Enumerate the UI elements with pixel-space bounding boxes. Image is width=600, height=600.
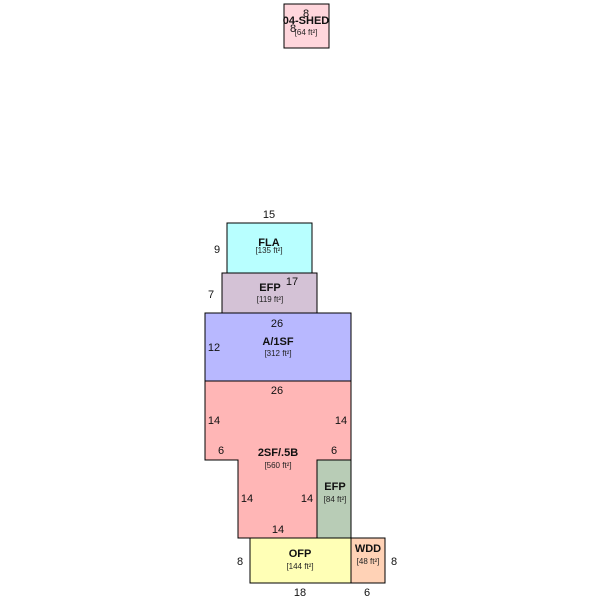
fla-top-dim: 15 xyxy=(263,209,275,221)
efp-top-area-label: [119 ft²] xyxy=(257,295,284,304)
efp-top-right-dim: 17 xyxy=(286,276,298,288)
efp-side-shape xyxy=(316,459,352,539)
wdd-name: WDD xyxy=(355,543,381,555)
wdd-area-label: [48 ft²] xyxy=(357,557,380,566)
sf5b-left-dim: 14 xyxy=(208,415,220,427)
sf5b-notch-right-dim: 6 xyxy=(331,445,337,457)
sf5b-area-label: [560 ft²] xyxy=(264,461,291,470)
ofp-name: OFP xyxy=(289,548,312,560)
sf5b-lower-right-dim: 14 xyxy=(301,493,313,505)
shed-area[interactable]: 04-SHED [64 ft²] xyxy=(283,3,330,49)
wdd-area[interactable]: WDD [48 ft²] xyxy=(350,537,386,584)
sf5b-area[interactable]: 2SF/.5B [560 ft²] xyxy=(204,380,352,539)
sf5b-bottom-dim: 14 xyxy=(272,524,284,536)
a1sf-name: A/1SF xyxy=(262,336,293,348)
sf5b-top-dim: 26 xyxy=(271,385,283,397)
wdd-bottom-dim: 6 xyxy=(364,587,370,599)
efp-side-name: EFP xyxy=(324,481,345,493)
sf5b-name: 2SF/.5B xyxy=(258,447,298,459)
fla-shape xyxy=(226,222,313,274)
efp-side-area-label: [84 ft²] xyxy=(324,495,347,504)
ofp-shape xyxy=(249,537,352,584)
shed-name: 04-SHED xyxy=(283,15,330,27)
wdd-right-dim: 8 xyxy=(391,556,397,568)
efp-side-area[interactable]: EFP [84 ft²] xyxy=(316,459,352,539)
sf5b-notch-left-dim: 6 xyxy=(218,445,224,457)
efp-top-left-dim: 7 xyxy=(208,289,214,301)
ofp-left-dim: 8 xyxy=(237,556,243,568)
ofp-area[interactable]: OFP [144 ft²] xyxy=(249,537,352,584)
a1sf-area[interactable]: A/1SF [312 ft²] xyxy=(204,312,352,382)
a1sf-shape xyxy=(204,312,352,382)
shed-area-label: [64 ft²] xyxy=(295,28,318,37)
sf5b-right-dim: 14 xyxy=(335,415,347,427)
a1sf-left-dim: 12 xyxy=(208,342,220,354)
sf5b-lower-left-dim: 14 xyxy=(241,493,253,505)
fla-name: FLA xyxy=(258,237,279,249)
ofp-area-label: [144 ft²] xyxy=(286,562,313,571)
fla-area[interactable]: FLA [135 ft²] xyxy=(226,222,313,274)
ofp-bottom-dim: 18 xyxy=(294,587,306,599)
shed-shape xyxy=(283,3,330,49)
a1sf-top-dim: 26 xyxy=(271,318,283,330)
wdd-shape xyxy=(350,537,386,584)
shed-top-dim: 8 xyxy=(303,8,309,20)
efp-top-name: EFP xyxy=(259,282,280,294)
shed-left-dim: 8 xyxy=(290,23,296,35)
efp-top-area[interactable]: EFP [119 ft²] xyxy=(221,272,318,314)
a1sf-area-label: [312 ft²] xyxy=(264,349,291,358)
fla-left-dim: 9 xyxy=(214,244,220,256)
fla-area-label: [135 ft²] xyxy=(255,246,282,255)
